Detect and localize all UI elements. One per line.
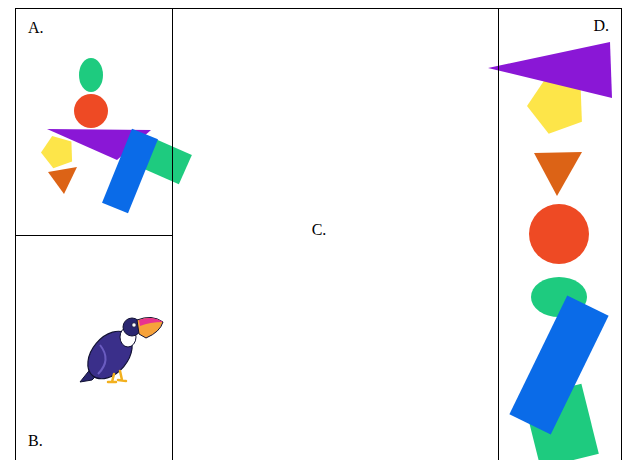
toucan-feet <box>108 371 126 382</box>
panel-label: D. <box>593 17 609 35</box>
panel-frame: C. <box>172 8 499 460</box>
shape-stack-a <box>41 58 192 213</box>
panel-frame: A. <box>15 8 173 236</box>
toucan-illustration <box>79 317 163 387</box>
blue-rectangle <box>509 296 608 435</box>
panel-label: C. <box>312 221 327 239</box>
panel-frame: D. <box>498 8 622 460</box>
purple-triangle <box>488 42 612 98</box>
shape-stack-d <box>488 42 612 460</box>
toucan-beak-top <box>139 318 163 326</box>
panel-label: B. <box>28 432 43 450</box>
panel-label: A. <box>28 19 44 37</box>
yellow-pentagon <box>41 136 72 168</box>
orange-triangle <box>48 167 77 194</box>
toucan-eye <box>132 323 136 327</box>
red-circle <box>529 204 589 264</box>
orange-triangle <box>534 152 582 196</box>
red-circle <box>74 94 108 128</box>
green-ellipse <box>79 58 103 92</box>
toucan-beak <box>137 317 163 338</box>
blue-rectangle <box>102 129 158 214</box>
toucan-wing <box>98 345 106 374</box>
panel-frame: B. <box>15 235 173 460</box>
